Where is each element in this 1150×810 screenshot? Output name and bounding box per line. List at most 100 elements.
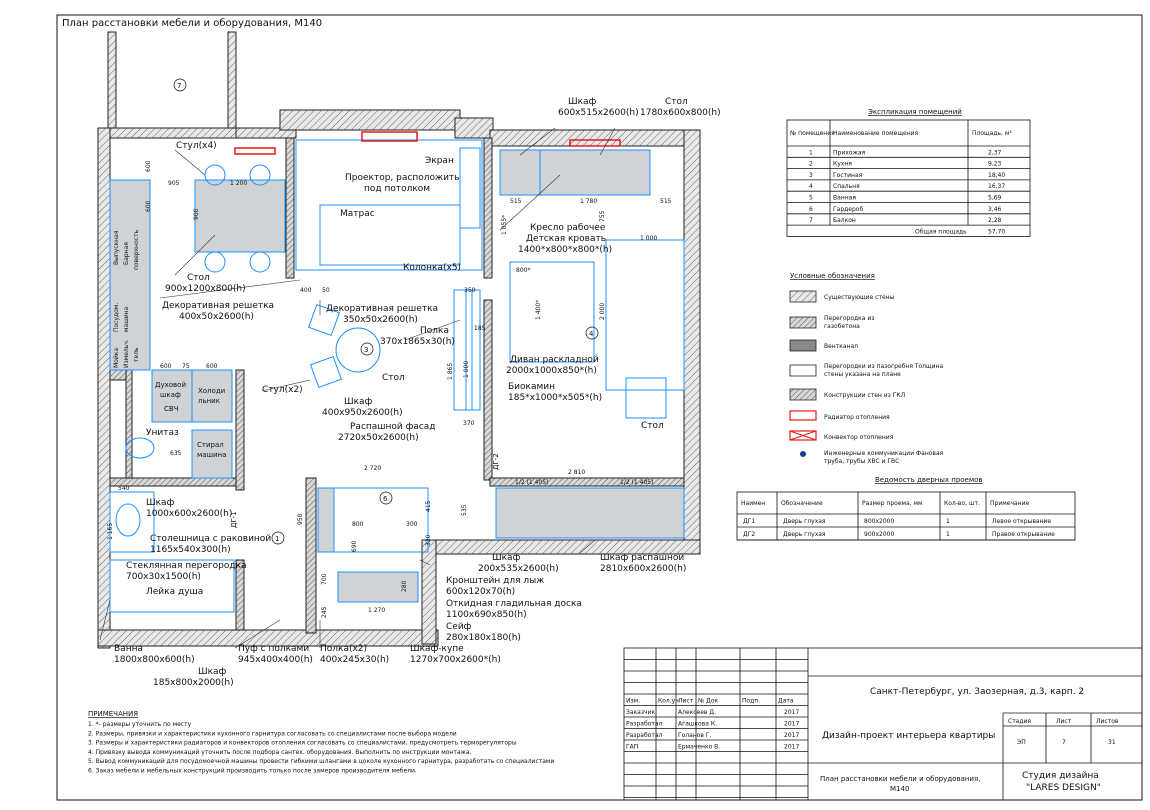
- dim: 1/2 (1 405): [515, 479, 548, 486]
- tb-sheet-h: Лист: [1056, 718, 1072, 725]
- tb-role: Заказчик: [626, 709, 655, 716]
- legend-swatch: [800, 451, 806, 457]
- label-deco-grille-1-size: 400х50х2600(h): [179, 312, 254, 322]
- label-k-4: Измельч.: [123, 339, 130, 368]
- tb-project: Дизайн-проект интерьера квартиры: [822, 731, 995, 741]
- tb-role: Разработал: [626, 732, 663, 739]
- label-kids-bed-size: 1400*х800*х800*(h): [518, 245, 612, 255]
- table-total-value: 57,70: [988, 228, 1005, 235]
- dim: 370: [463, 420, 475, 427]
- label-pouf-size: 945х400х400(h): [238, 655, 313, 665]
- dim: 540: [118, 485, 130, 492]
- label-wardrobe-swing: Шкаф распашной: [600, 553, 684, 563]
- dim: 950: [297, 513, 304, 525]
- label-table-top: Стол: [665, 97, 688, 107]
- room-number: 6: [383, 495, 388, 503]
- note-line: 2. Размеры, привязки и характеристики ку…: [88, 730, 457, 737]
- label-deco-grille-2: Декоративная решетка: [326, 304, 438, 314]
- label-safe-size: 280х180х180(h): [446, 633, 521, 643]
- label-biofire: Биокамин: [508, 382, 555, 392]
- tb-studio-1: Студия дизайна: [1022, 771, 1099, 781]
- label-k-1: Посудом.: [113, 303, 120, 332]
- label-mattress: Матрас: [340, 209, 375, 219]
- tb-header: Изм.: [626, 698, 640, 705]
- dim: 245: [321, 606, 328, 618]
- label-chair4: Стул(х4): [176, 141, 217, 151]
- label-deco-grille-1: Декоративная решетка: [162, 301, 274, 311]
- label-bal-3: поверхность: [133, 229, 140, 270]
- label-swing-facade-size: 2720х50х2600(h): [338, 433, 419, 443]
- table-cell: Балкон: [833, 217, 856, 224]
- label-washer-2: машина: [197, 451, 226, 459]
- dim: 1 780: [580, 198, 597, 205]
- label-shelf2: Полка(х2): [320, 644, 367, 654]
- label-wardrobe-low: Шкаф: [198, 667, 227, 677]
- tb-stage-h: Стадия: [1008, 718, 1031, 725]
- label-dg1: ДГ-1: [230, 511, 238, 528]
- dim: 600: [145, 160, 152, 172]
- tb-name: Голанов Г.: [678, 732, 712, 739]
- table-cell: Гостиная: [833, 172, 863, 179]
- tb-header: Кол.уч: [658, 698, 679, 705]
- dim: 900: [193, 208, 200, 220]
- label-bath: Ванна: [114, 644, 143, 654]
- dim: 185: [474, 325, 486, 332]
- dim: 1/2 (1 405): [620, 479, 653, 486]
- tb-name: Ермаченко В.: [678, 744, 720, 751]
- furniture: [109, 131, 685, 613]
- table-cell: 1: [946, 531, 950, 538]
- label-wardrobe-bath: Шкаф: [146, 498, 175, 508]
- dim: 515: [510, 198, 522, 205]
- table-cell: Правое открывание: [992, 531, 1055, 538]
- table-cell: 2,37: [988, 149, 1002, 156]
- label-ski-bracket-size: 600х120х70(h): [446, 587, 515, 597]
- dim: 350: [464, 287, 476, 294]
- dim: 600: [160, 363, 172, 370]
- label-oven-3: СВЧ: [164, 405, 179, 413]
- label-glass-partition-size: 700х30х1500(h): [126, 572, 201, 582]
- table-header: Кол-во, шт.: [944, 500, 980, 507]
- dim: 1 000: [463, 361, 470, 378]
- tb-date: 2017: [784, 721, 799, 728]
- label-wardrobe-swing-size: 2810х600х2600(h): [600, 564, 686, 574]
- table-cell: Дверь глухая: [783, 518, 826, 525]
- room-markers: 7 3 4 6 1: [173, 78, 599, 545]
- legend-swatch: [789, 364, 817, 377]
- label-safe: Сейф: [446, 622, 472, 632]
- label-wardrobe-top: Шкаф: [568, 97, 597, 107]
- leaders: [99, 127, 616, 649]
- dim: 400: [300, 287, 312, 294]
- label-coupe: Шкаф-купе: [410, 644, 464, 654]
- label-wardrobe-hall: Шкаф: [492, 553, 521, 563]
- tb-header: Лист: [678, 698, 694, 705]
- room-number: 1: [275, 535, 279, 543]
- tb-date: 2017: [784, 744, 799, 751]
- label-sofa: Диван раскладной: [510, 355, 599, 365]
- dim: 635: [170, 450, 182, 457]
- dim: 1 200: [230, 180, 247, 187]
- legend-label: Инженерные коммуникации Фановая: [824, 450, 944, 457]
- table-header: Площадь, м²: [972, 130, 1012, 137]
- legend-label: Вентканал: [824, 343, 858, 350]
- table-header: Обозначение: [781, 500, 823, 507]
- legend-label: Перегородки из пазогребня Толщина: [824, 363, 943, 370]
- label-speaker: Колонка(х5): [403, 263, 461, 273]
- label-k-3: Мойка: [113, 348, 120, 368]
- label-toilet: Унитаз: [146, 428, 179, 438]
- dim: 600: [206, 363, 218, 370]
- dim: 600: [145, 200, 152, 212]
- table-cell: 800х2000: [864, 518, 894, 525]
- dim: 905: [168, 180, 180, 187]
- label-wardrobe-bath-size: 1000х600х2600(h): [146, 509, 232, 519]
- legend-label: Конвектор отопления: [824, 434, 894, 441]
- tb-header: № Док: [698, 698, 719, 705]
- label-projector-2: под потолком: [364, 184, 430, 194]
- tb-header: Дата: [778, 698, 794, 705]
- dim: 2 720: [364, 465, 381, 472]
- label-sofa-size: 2000х1000х850*(h): [506, 366, 597, 376]
- legend-label: Радиатор отопления: [824, 414, 890, 421]
- legend-swatch: [789, 316, 817, 329]
